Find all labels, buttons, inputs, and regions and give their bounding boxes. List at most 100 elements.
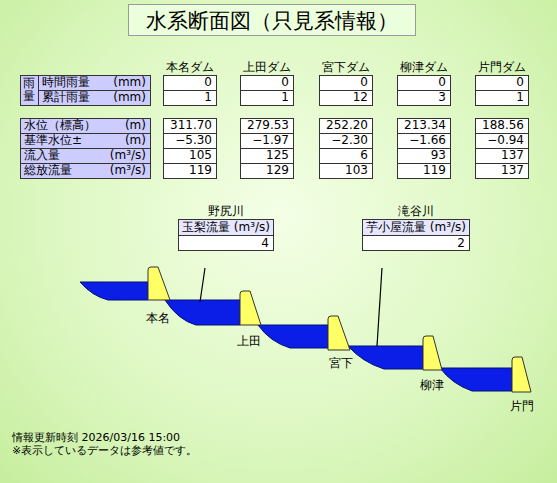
value-text: 213.34 [397,118,446,133]
row-label: 水位（標高） [24,118,108,133]
value-cell [398,134,451,149]
value-cell [320,119,373,134]
flow-label: 玉梨流量 (m³/s) [179,220,273,235]
flow-value: 2 [363,235,469,250]
value-cell [320,91,373,106]
value-text: 0 [475,75,524,90]
value-cell [476,91,529,106]
value-cell [241,164,294,179]
unit-label: (mm) [100,75,146,90]
value-text: 6 [319,148,368,163]
unit-label: (m) [96,118,146,133]
value-text: 12 [319,90,368,105]
dam-name: 上田 [224,334,274,349]
row-label: 総放流量 [24,163,108,178]
value-text: 119 [163,163,212,178]
row-label: 時間雨量 [42,75,112,90]
dams [148,267,531,392]
column-header: 上田ダム [230,60,303,75]
value-cell [164,149,217,164]
value-text: 103 [319,163,368,178]
value-cell [476,76,529,91]
value-cell [398,91,451,106]
value-cell [476,164,529,179]
column-header: 柳津ダム [387,60,460,75]
value-text: 3 [397,90,446,105]
value-cell [164,91,217,106]
value-text: −5.30 [163,133,212,148]
value-cell [241,76,294,91]
column-header: 片門ダム [465,60,538,75]
value-text: 105 [163,148,212,163]
leader-lines [200,268,382,346]
column-header: 本名ダム [153,60,226,75]
dam-name: 本名 [133,311,183,326]
callout-box: 玉梨流量 (m³/s)4 [178,219,274,251]
value-text: 311.70 [163,118,212,133]
value-text: −0.94 [475,133,524,148]
value-text: 119 [397,163,446,178]
value-cell [164,76,217,91]
dam-name: 柳津 [407,378,457,393]
value-text: 137 [475,163,524,178]
row-label: 流入量 [24,148,108,163]
unit-label: (mm) [100,90,146,105]
value-text: 1 [475,90,524,105]
reservoirs [80,282,512,391]
value-text: 137 [475,148,524,163]
value-cell [241,149,294,164]
callout-box: 芋小屋流量 (m³/s)2 [362,219,470,251]
value-text: 0 [319,75,368,90]
value-cell [398,76,451,91]
river-name: 滝谷川 [362,204,470,219]
column-header: 宮下ダム [309,60,382,75]
value-cell [398,164,451,179]
dam-name: 片門 [497,399,547,414]
value-text: 129 [240,163,289,178]
unit-label: (m³/s) [96,148,146,163]
value-text: 279.53 [240,118,289,133]
row-group-label: 雨量 [23,77,35,103]
river-name: 野尻川 [178,204,274,219]
value-text: 188.56 [475,118,524,133]
title: 水系断面図（只見系情報） [128,4,416,36]
value-text: 125 [240,148,289,163]
value-text: −1.97 [240,133,289,148]
value-cells [164,76,529,179]
value-text: 93 [397,148,446,163]
value-text: 0 [163,75,212,90]
dam-name: 宮下 [316,356,366,371]
value-cell [398,119,451,134]
value-cell [476,134,529,149]
value-cell [398,149,451,164]
value-text: −1.66 [397,133,446,148]
value-cell [320,149,373,164]
table-cells [21,76,151,179]
flow-value: 4 [179,235,273,250]
value-cell [320,134,373,149]
update-time: 情報更新時刻 2026/03/16 15:00 [12,431,312,444]
unit-label: (m) [96,133,146,148]
value-text: −2.30 [319,133,368,148]
unit-label: (m³/s) [96,163,146,178]
flow-label: 芋小屋流量 (m³/s) [363,220,469,235]
value-cell [476,149,529,164]
value-cell [164,119,217,134]
value-cell [241,119,294,134]
value-text: 0 [240,75,289,90]
value-text: 0 [397,75,446,90]
value-text: 1 [163,90,212,105]
value-cell [320,164,373,179]
row-label: 基準水位± [24,133,108,148]
value-cell [164,164,217,179]
value-cell [320,76,373,91]
flow-callout: 滝谷川芋小屋流量 (m³/s)2 [362,204,470,251]
value-text: 1 [240,90,289,105]
value-cell [164,134,217,149]
value-text: 252.20 [319,118,368,133]
row-label: 累計雨量 [42,90,112,105]
flow-callout: 野尻川玉梨流量 (m³/s)4 [178,204,274,251]
value-cell [476,119,529,134]
value-cell [241,134,294,149]
note: ※表示しているデータは参考値です。 [12,444,312,457]
